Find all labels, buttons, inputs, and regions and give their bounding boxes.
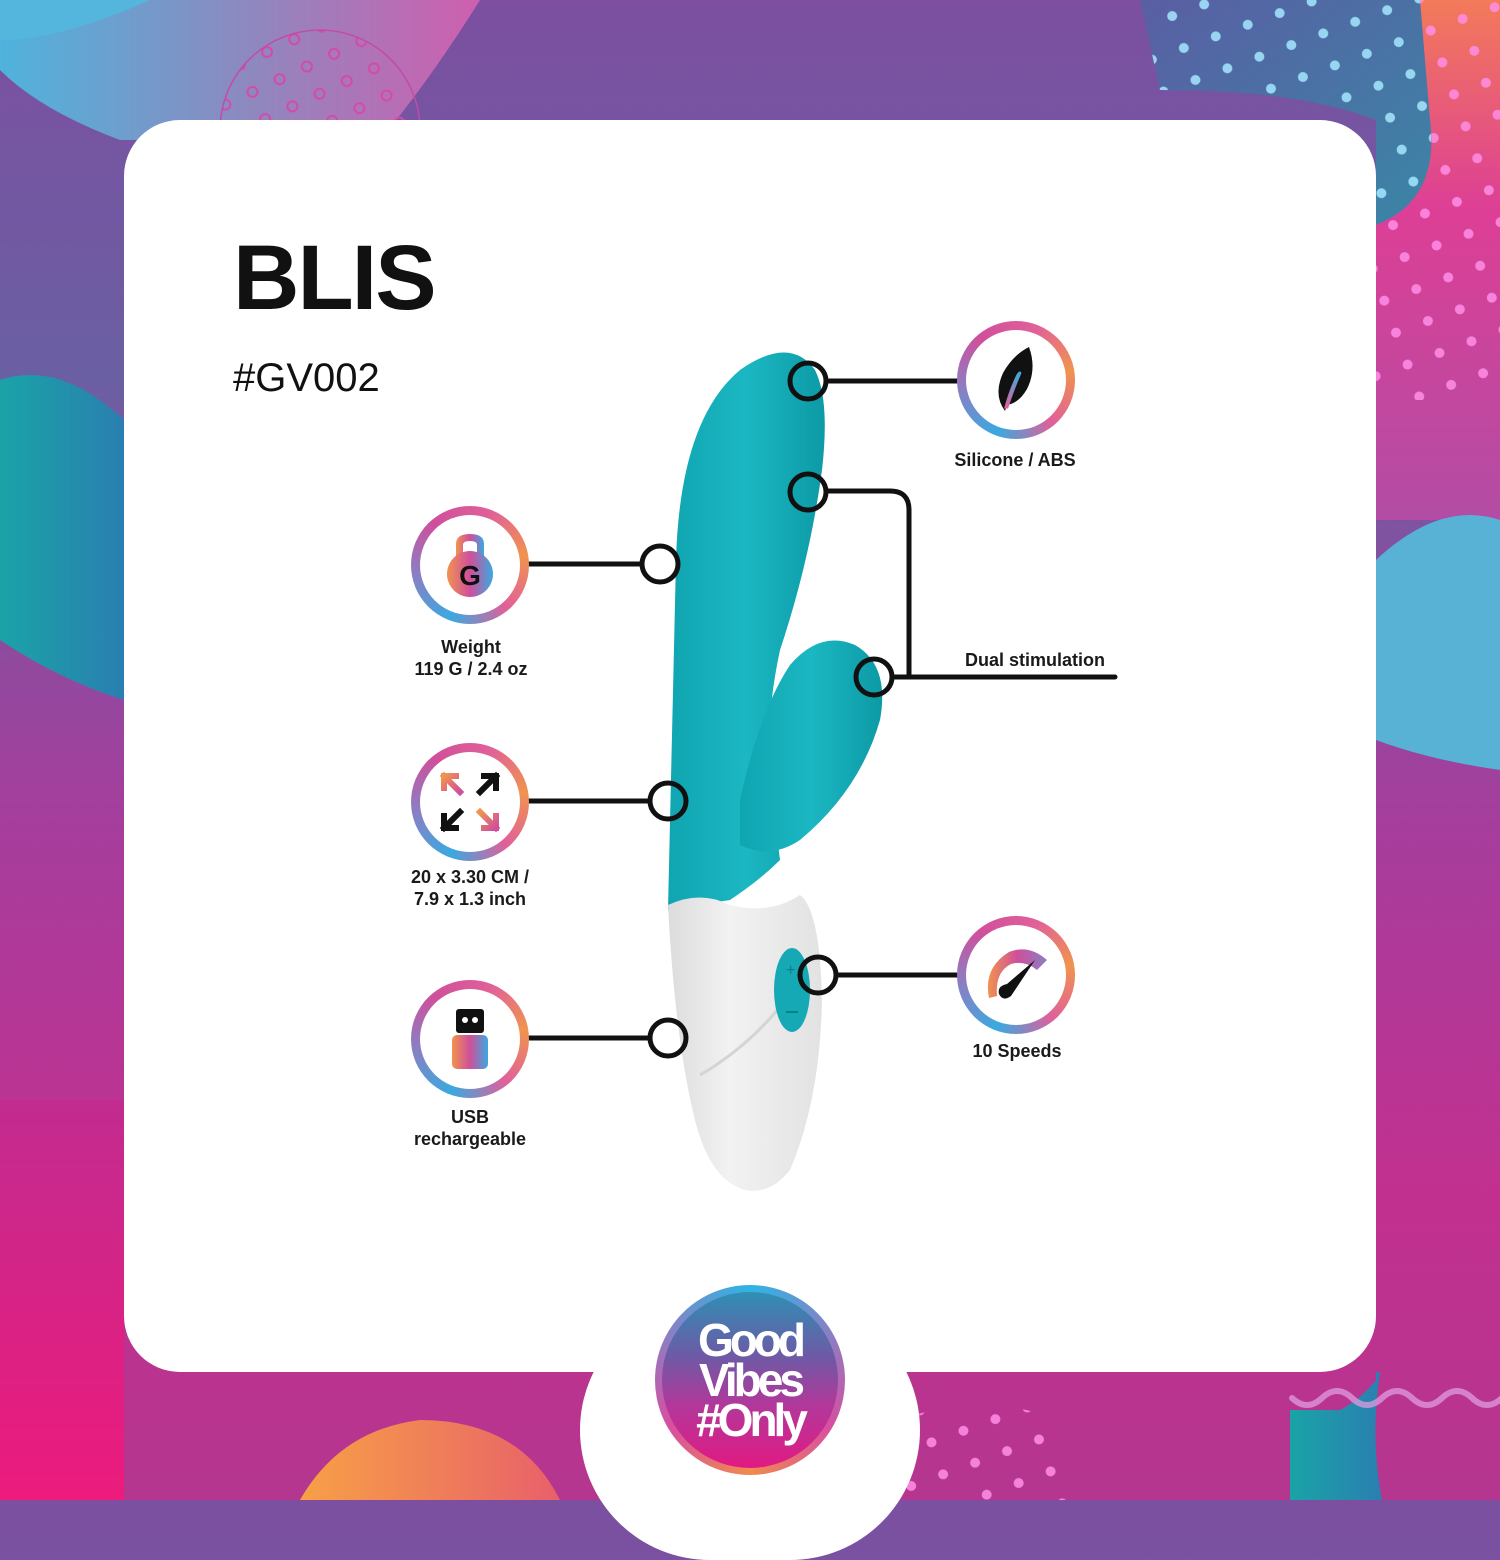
feature-value: rechargeable	[413, 1129, 527, 1149]
feature-ring	[957, 916, 1075, 1034]
expand-arrows-icon	[439, 771, 501, 833]
logo-line: Vibes	[699, 1354, 805, 1406]
feature-label: 20 x 3.30 CM /	[410, 867, 530, 887]
feature-label: USB	[450, 1107, 489, 1127]
feature-label: Weight	[441, 637, 501, 657]
kettlebell-icon: G	[447, 534, 493, 597]
feature-ring	[411, 743, 529, 861]
logo-line: Good	[697, 1314, 806, 1366]
speedometer-icon	[987, 949, 1047, 999]
product-title: BLIS	[233, 227, 437, 329]
feature-value: 119 G / 2.4 oz	[414, 659, 528, 679]
product-sku: #GV002	[233, 356, 380, 400]
feather-icon	[998, 347, 1033, 411]
feature-label: Silicone / ABS	[954, 450, 1076, 470]
feature-ring: G	[411, 506, 529, 624]
feature-label: 10 Speeds	[972, 1041, 1062, 1061]
usb-icon	[452, 1009, 488, 1069]
feature-ring	[957, 321, 1075, 439]
brand-logo: Good Vibes #Only	[655, 1285, 845, 1475]
svg-text:G: G	[459, 560, 481, 591]
feature-label: Dual stimulation	[964, 650, 1105, 670]
feature-value: 7.9 x 1.3 inch	[413, 889, 527, 909]
logo-line: #Only	[696, 1394, 808, 1446]
feature-ring	[411, 980, 529, 1098]
